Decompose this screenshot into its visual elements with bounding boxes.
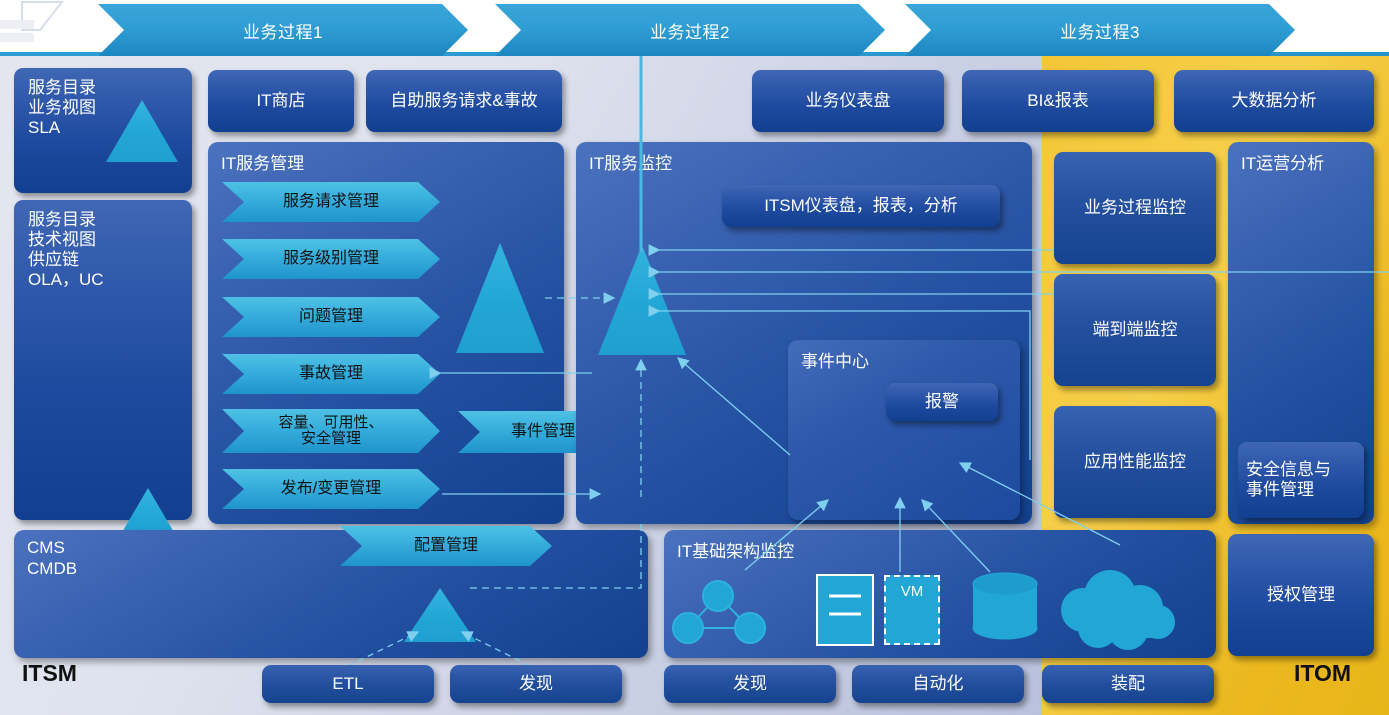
panel-title: IT运营分析 — [1241, 154, 1325, 173]
pill-label: 发布/变更管理 — [280, 480, 382, 498]
vm-label: VM — [900, 583, 924, 600]
pyramid-icon — [106, 100, 178, 162]
card-line: SLA — [28, 118, 61, 138]
service-level-management-pill[interactable]: 服务级别管理 — [222, 239, 440, 279]
itsm-footer-label: ITSM — [22, 660, 77, 686]
service-catalog-technical-card[interactable]: 服务目录 技术视图 供应链 OLA，UC — [14, 200, 192, 546]
capacity-availability-security-management-pill[interactable]: 容量、可用性、 安全管理 — [222, 409, 440, 453]
cmdb-label: CMDB — [27, 559, 78, 579]
button-label: ETL — [332, 673, 364, 693]
bi-report-tile[interactable]: BI&报表 — [962, 70, 1154, 132]
pill-label: 问题管理 — [298, 308, 363, 326]
button-label: 发现 — [519, 673, 553, 693]
configuration-management-pill[interactable]: 配置管理 — [340, 526, 552, 566]
corner-decoration-icon — [0, 0, 65, 42]
pyramid-icon — [404, 588, 476, 642]
security-information-event-management-tile[interactable]: 安全信息与 事件管理 — [1238, 442, 1364, 518]
virtual-machine-icon: VM — [884, 575, 940, 645]
it-infrastructure-monitoring-panel: IT基础架构监控 — [664, 530, 1216, 658]
panel-title: IT基础架构监控 — [677, 542, 795, 561]
card-line: 服务目录 — [28, 78, 96, 97]
tile-label: 授权管理 — [1267, 584, 1335, 604]
business-process-banner-2[interactable]: 业务过程2 — [495, 4, 885, 56]
release-change-management-pill[interactable]: 发布/变更管理 — [222, 469, 440, 509]
tile-label: ITSM仪表盘，报表，分析 — [764, 195, 958, 215]
button-label: 发现 — [733, 673, 767, 693]
business-process-banner-1[interactable]: 业务过程1 — [98, 4, 468, 56]
problem-management-pill[interactable]: 问题管理 — [222, 297, 440, 337]
banner-label: 业务过程2 — [650, 22, 730, 42]
end-to-end-monitoring-tile[interactable]: 端到端监控 — [1054, 274, 1216, 386]
tile-label: IT商店 — [256, 90, 306, 110]
card-line: OLA，UC — [28, 270, 104, 290]
tile-label: 大数据分析 — [1231, 90, 1317, 110]
tile-label: 安全信息与 事件管理 — [1246, 459, 1331, 499]
it-store-tile[interactable]: IT商店 — [208, 70, 354, 132]
panel-title: IT服务管理 — [221, 154, 305, 173]
tile-label: 业务过程监控 — [1084, 197, 1186, 217]
pill-label: 配置管理 — [413, 537, 478, 555]
alarm-tile[interactable]: 报警 — [886, 383, 998, 421]
pill-label: 服务请求管理 — [282, 193, 379, 211]
event-center-panel: 事件中心 — [788, 340, 1020, 520]
incident-management-pill[interactable]: 事故管理 — [222, 354, 440, 394]
panel-title: IT服务监控 — [589, 154, 673, 173]
automation-button[interactable]: 自动化 — [852, 665, 1024, 703]
tile-label: BI&报表 — [1027, 90, 1089, 110]
discovery-button-itom[interactable]: 发现 — [664, 665, 836, 703]
provisioning-button[interactable]: 装配 — [1042, 665, 1214, 703]
banner-label: 业务过程3 — [1060, 22, 1140, 42]
button-label: 自动化 — [912, 673, 964, 693]
itom-footer-label: ITOM — [1294, 660, 1352, 686]
itsm-dashboard-report-analysis-tile[interactable]: ITSM仪表盘，报表，分析 — [722, 185, 1000, 227]
pill-label: 容量、可用性、 安全管理 — [278, 413, 384, 447]
panel-title: 事件中心 — [801, 352, 869, 371]
etl-button[interactable]: ETL — [262, 665, 434, 703]
tile-label: 业务仪表盘 — [805, 90, 891, 110]
cms-label: CMS — [27, 538, 65, 557]
pyramid-icon — [598, 245, 686, 355]
banner-label: 业务过程1 — [243, 22, 323, 42]
business-process-monitoring-tile[interactable]: 业务过程监控 — [1054, 152, 1216, 264]
card-line: 技术视图 — [28, 230, 96, 250]
big-data-analysis-tile[interactable]: 大数据分析 — [1174, 70, 1374, 132]
button-label: 装配 — [1111, 673, 1145, 693]
tile-label: 应用性能监控 — [1084, 451, 1186, 471]
card-line: 供应链 — [28, 250, 79, 270]
business-dashboard-tile[interactable]: 业务仪表盘 — [752, 70, 944, 132]
tile-label: 端到端监控 — [1092, 319, 1178, 339]
self-service-request-incident-tile[interactable]: 自助服务请求&事故 — [366, 70, 562, 132]
application-performance-monitoring-tile[interactable]: 应用性能监控 — [1054, 406, 1216, 518]
service-request-management-pill[interactable]: 服务请求管理 — [222, 182, 440, 222]
tile-label: 自助服务请求&事故 — [390, 90, 538, 110]
pill-label: 事件管理 — [510, 423, 575, 441]
service-catalog-business-card[interactable]: 服务目录 业务视图 SLA — [14, 68, 192, 193]
card-line: 业务视图 — [28, 98, 96, 118]
cms-cmdb-panel: CMS CMDB — [14, 530, 648, 658]
pill-label: 事故管理 — [298, 365, 363, 383]
card-line: 服务目录 — [28, 210, 96, 229]
tile-label: 报警 — [925, 391, 959, 411]
discovery-button-itsm[interactable]: 发现 — [450, 665, 622, 703]
pyramid-icon — [456, 243, 544, 353]
authorization-management-tile[interactable]: 授权管理 — [1228, 534, 1374, 656]
business-process-banner-3[interactable]: 业务过程3 — [905, 4, 1295, 56]
pill-label: 服务级别管理 — [282, 250, 379, 268]
